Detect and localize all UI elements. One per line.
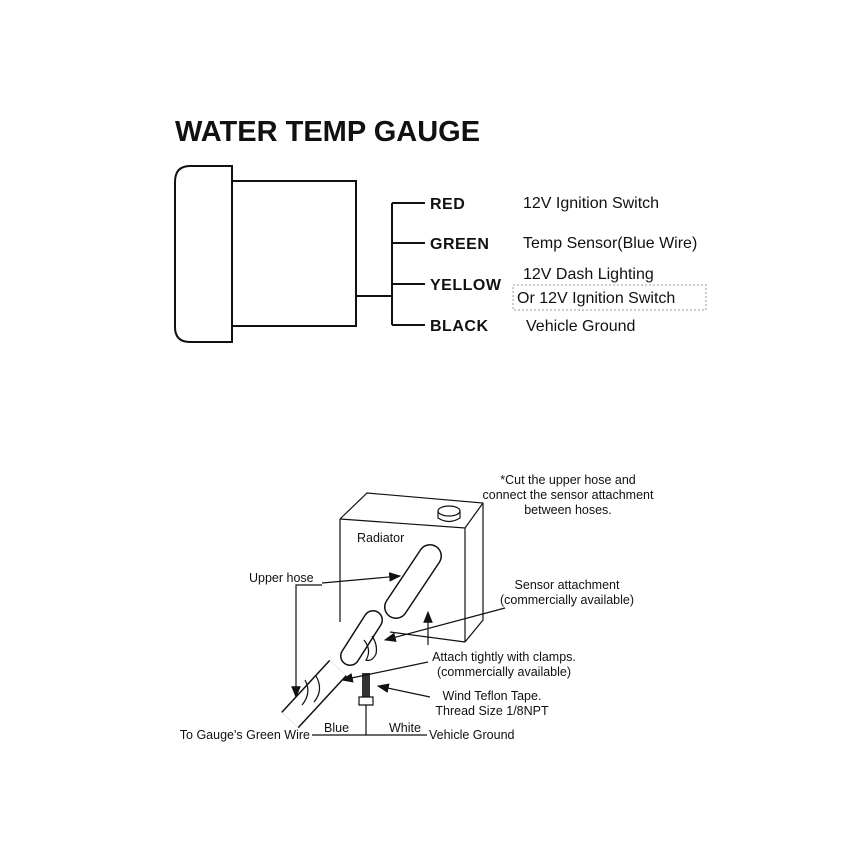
gauge-icon: [174, 165, 357, 343]
wire-desc-green: Temp Sensor(Blue Wire): [523, 235, 697, 252]
callout-arrows: [291, 572, 506, 699]
radiator-label: Radiator: [357, 531, 404, 545]
clamps-label: Attach tightly with clamps.: [432, 650, 576, 664]
hose-icon: [281, 544, 442, 729]
thread-size-label: Thread Size 1/8NPT: [435, 704, 549, 718]
sensor-attachment-label: Sensor attachment: [515, 578, 620, 592]
blue-wire-label: Blue: [324, 721, 349, 735]
diagram-title: WATER TEMP GAUGE: [175, 116, 480, 148]
wire-desc-black: Vehicle Ground: [526, 318, 635, 335]
wire-label-black: BLACK: [430, 318, 489, 335]
wire-desc-yellow: 12V Dash Lighting: [523, 266, 654, 283]
upper-hose-label: Upper hose: [249, 571, 314, 585]
note-line-1: *Cut the upper hose and: [500, 473, 636, 487]
sensor-attachment-note: (commercially available): [500, 593, 634, 607]
to-gauge-label: To Gauge's Green Wire: [180, 728, 310, 742]
wire-label-yellow: YELLOW: [430, 277, 502, 294]
vehicle-ground-label: Vehicle Ground: [429, 728, 515, 742]
white-wire-label: White: [389, 721, 421, 735]
wire-label-red: RED: [430, 196, 465, 213]
alt-desc-box: [512, 284, 707, 311]
clamps-note: (commercially available): [437, 665, 571, 679]
wire-harness: [356, 202, 425, 326]
sensor-icon: [358, 673, 374, 735]
note-line-3: between hoses.: [524, 503, 612, 517]
note-line-2: connect the sensor attachment: [483, 488, 654, 502]
wire-desc-red: 12V Ignition Switch: [523, 195, 659, 212]
wire-desc-yellow-alt: Or 12V Ignition Switch: [517, 290, 675, 307]
teflon-label: Wind Teflon Tape.: [443, 689, 542, 703]
wire-label-green: GREEN: [430, 236, 489, 253]
